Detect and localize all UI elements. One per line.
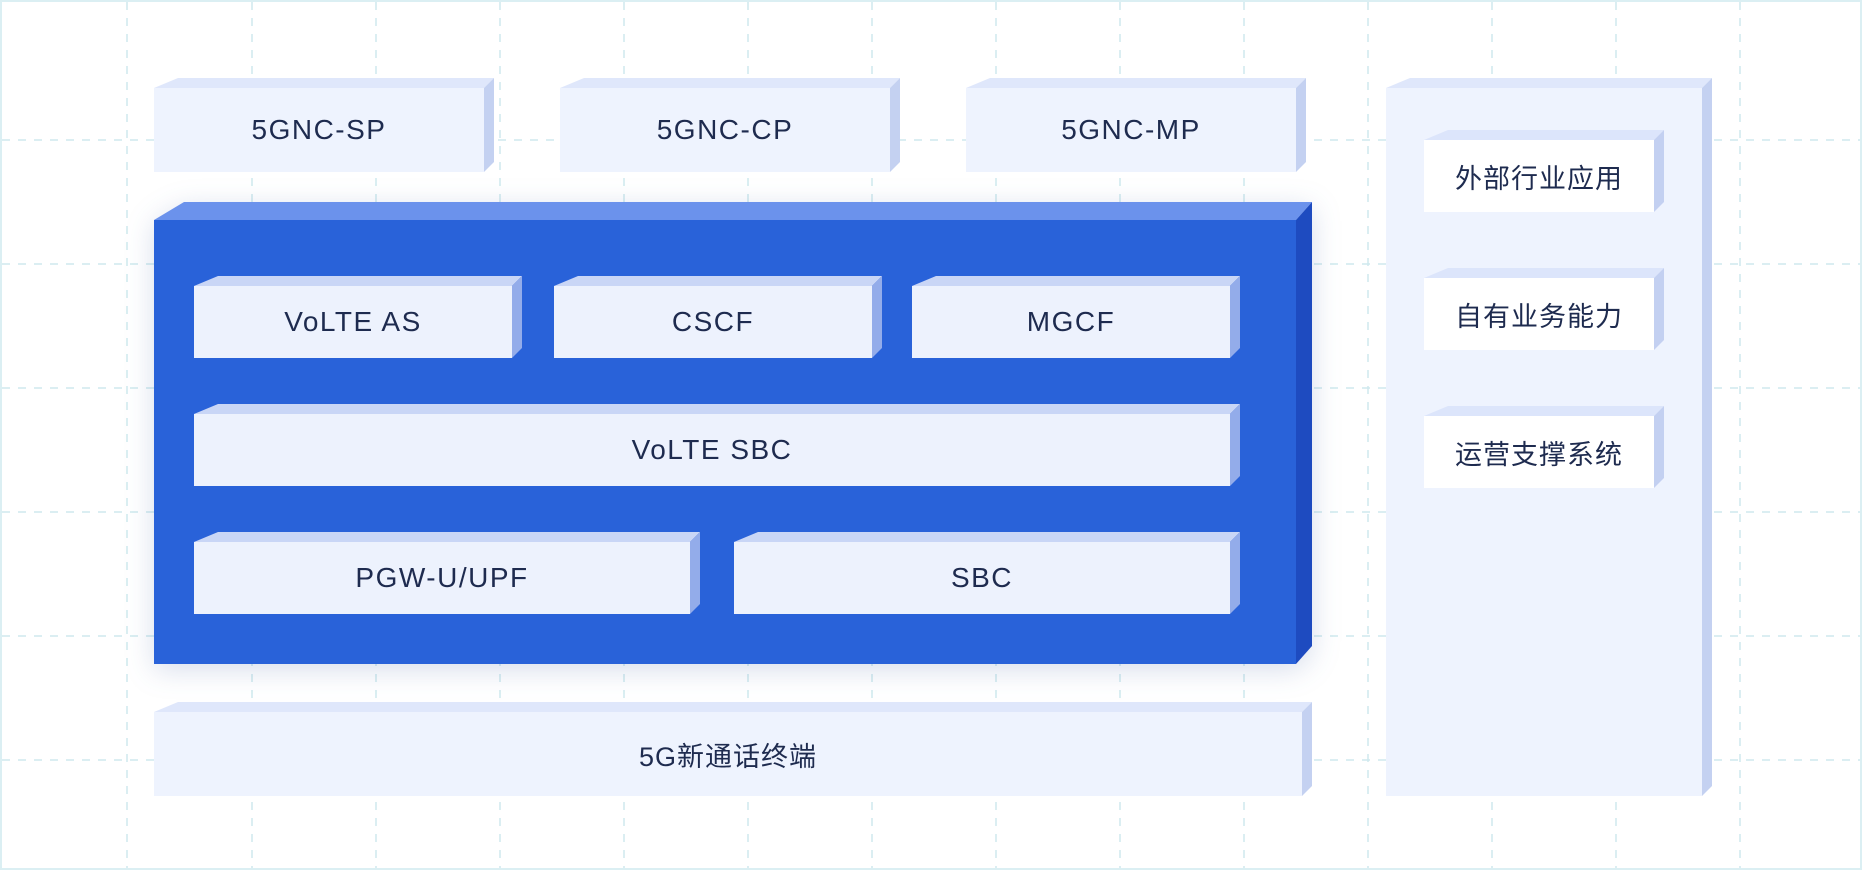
label-mgcf: MGCF	[1026, 306, 1116, 337]
box-cscf: CSCF	[554, 276, 882, 358]
box-own-service-capabilities: 自有业务能力	[1424, 268, 1664, 350]
box-mgcf: MGCF	[912, 276, 1240, 358]
box-pgw-upf: PGW-U/UPF	[194, 532, 700, 614]
box-sbc: SBC	[734, 532, 1240, 614]
label-cscf: CSCF	[671, 306, 755, 337]
label-operations-support-system: 运营支撑系统	[1455, 439, 1623, 470]
label-5g-terminal: 5G新通话终端	[638, 741, 818, 772]
box-operations-support-system: 运营支撑系统	[1424, 406, 1664, 488]
box-5g-terminal: 5G新通话终端	[154, 702, 1312, 796]
label-volte-as: VoLTE AS	[284, 306, 422, 337]
label-pgw-upf: PGW-U/UPF	[355, 562, 529, 593]
label-5gnc-cp: 5GNC-CP	[656, 114, 794, 145]
box-volte-sbc: VoLTE SBC	[194, 404, 1240, 486]
box-5gnc-sp: 5GNC-SP	[154, 78, 494, 172]
box-5gnc-mp: 5GNC-MP	[966, 78, 1306, 172]
label-own-service-capabilities: 自有业务能力	[1455, 301, 1623, 332]
label-external-industry-apps: 外部行业应用	[1455, 163, 1623, 194]
label-5gnc-mp: 5GNC-MP	[1061, 114, 1201, 145]
box-external-industry-apps: 外部行业应用	[1424, 130, 1664, 212]
label-sbc: SBC	[950, 562, 1014, 593]
label-volte-sbc: VoLTE SBC	[631, 434, 793, 465]
label-5gnc-sp: 5GNC-SP	[251, 114, 387, 145]
box-5gnc-cp: 5GNC-CP	[560, 78, 900, 172]
box-volte-as: VoLTE AS	[194, 276, 522, 358]
